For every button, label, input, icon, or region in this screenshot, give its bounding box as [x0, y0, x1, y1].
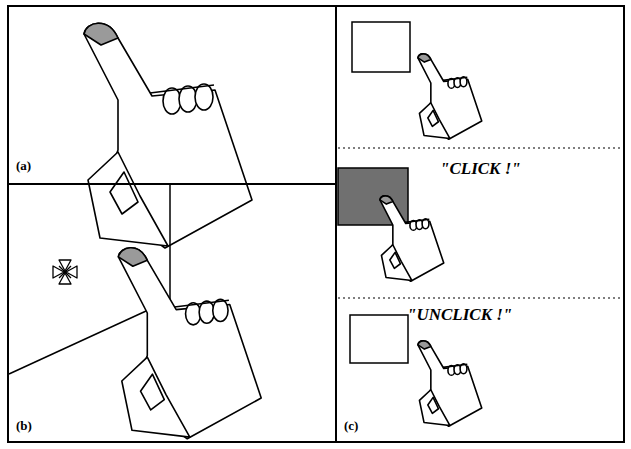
panel-frame: (b)	[7, 183, 337, 443]
separator-line	[338, 297, 622, 298]
wall-line	[169, 185, 171, 300]
button-box	[352, 22, 410, 72]
panel-label: (a)	[16, 158, 31, 174]
move-cursor-symbol	[53, 260, 77, 284]
panel-frame: (a)	[7, 5, 337, 185]
pointing-hand	[118, 248, 261, 439]
button-box	[350, 315, 408, 363]
separator-line	[338, 147, 622, 148]
pointing-hand	[380, 196, 444, 281]
panel-label: (b)	[16, 418, 32, 434]
action-label: "UNCLICK !"	[407, 305, 512, 325]
pointing-hand	[418, 54, 482, 139]
action-label: "CLICK !"	[440, 159, 521, 179]
pointing-hand	[84, 23, 252, 248]
panel-frame: (c)	[335, 5, 625, 443]
pointing-hand	[418, 341, 482, 426]
panel-label: (c)	[344, 418, 358, 434]
